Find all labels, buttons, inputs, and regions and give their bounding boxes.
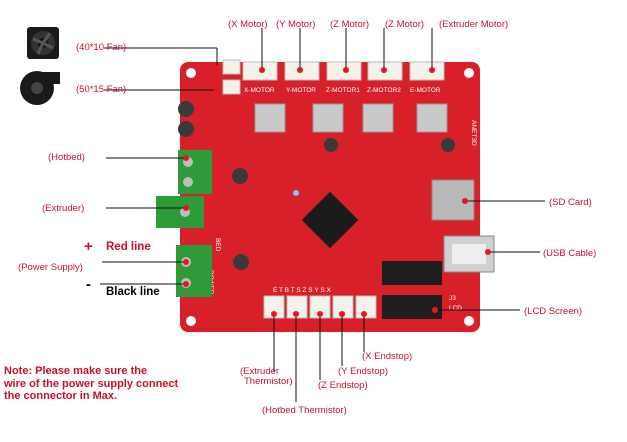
- capacitors: [178, 101, 455, 270]
- label-fan-40x10: (40*10 Fan): [76, 42, 127, 53]
- note-line-2: wire of the power supply connect: [4, 377, 179, 390]
- label-z-motor-2: (Z Motor): [385, 19, 425, 30]
- label-hotbed: (Hotbed): [48, 152, 85, 163]
- silk-y-motor: Y-MOTOR: [286, 87, 316, 94]
- label-extruder-thermistor-2: Thermistor): [244, 376, 293, 387]
- silk-anet: ANET3D: [470, 120, 477, 146]
- endstop-connectors: [263, 295, 377, 319]
- fan-40x10-icon: [27, 27, 59, 59]
- silk-z-motor1: Z-MOTOR1: [326, 87, 360, 94]
- label-extruder: (Extruder): [42, 203, 85, 214]
- silk-j3: J3: [449, 295, 456, 302]
- silk-endstop-row: E T B T S Z S Y S X: [273, 287, 331, 294]
- note-line-1: Note: Please make sure the: [4, 365, 148, 377]
- callout-lines: [100, 28, 545, 402]
- stepper-drivers: [254, 103, 448, 133]
- label-z-motor-1: (Z Motor): [330, 19, 370, 30]
- usb-connector: [443, 235, 495, 273]
- label-lcd-screen: (LCD Screen): [524, 306, 583, 317]
- label-black-line: Black line: [106, 286, 160, 298]
- label-extruder-thermistor-1: (Extruder: [240, 366, 280, 377]
- label-hotbed-thermistor: (Hotbed Thermistor): [262, 405, 347, 416]
- lcd-headers: [382, 261, 442, 319]
- plus-sign: +: [84, 238, 93, 255]
- note-line-3: the connector in Max.: [4, 390, 118, 402]
- silk-z-motor2: Z-MOTOR2: [367, 87, 401, 94]
- label-z-endstop: (Z Endstop): [318, 380, 368, 391]
- silk-lcd: LCD: [449, 305, 462, 312]
- silk-bed: BED: [214, 238, 221, 252]
- label-x-motor: (X Motor): [228, 19, 268, 30]
- label-usb-cable: (USB Cable): [543, 248, 597, 259]
- label-sd-card: (SD Card): [549, 197, 592, 208]
- label-power-supply: (Power Supply): [18, 262, 83, 273]
- label-x-endstop: (X Endstop): [362, 351, 413, 362]
- fan-50x15-icon: [20, 71, 60, 105]
- label-red-line: Red line: [106, 241, 151, 253]
- callout-dots: [183, 65, 491, 317]
- minus-sign: -: [86, 276, 91, 293]
- label-fan-50x15: (50*15 Fan): [76, 84, 127, 95]
- terminal-blocks: [156, 150, 212, 297]
- label-y-endstop: (Y Endstop): [338, 366, 388, 377]
- label-extruder-motor: (Extruder Motor): [439, 19, 509, 30]
- silk-x-motor: X-MOTOR: [244, 87, 275, 94]
- warning-note: Note: Please make sure the wire of the p…: [4, 365, 178, 403]
- label-y-motor: (Y Motor): [276, 19, 316, 30]
- silk-e-motor: E-MOTOR: [410, 87, 441, 94]
